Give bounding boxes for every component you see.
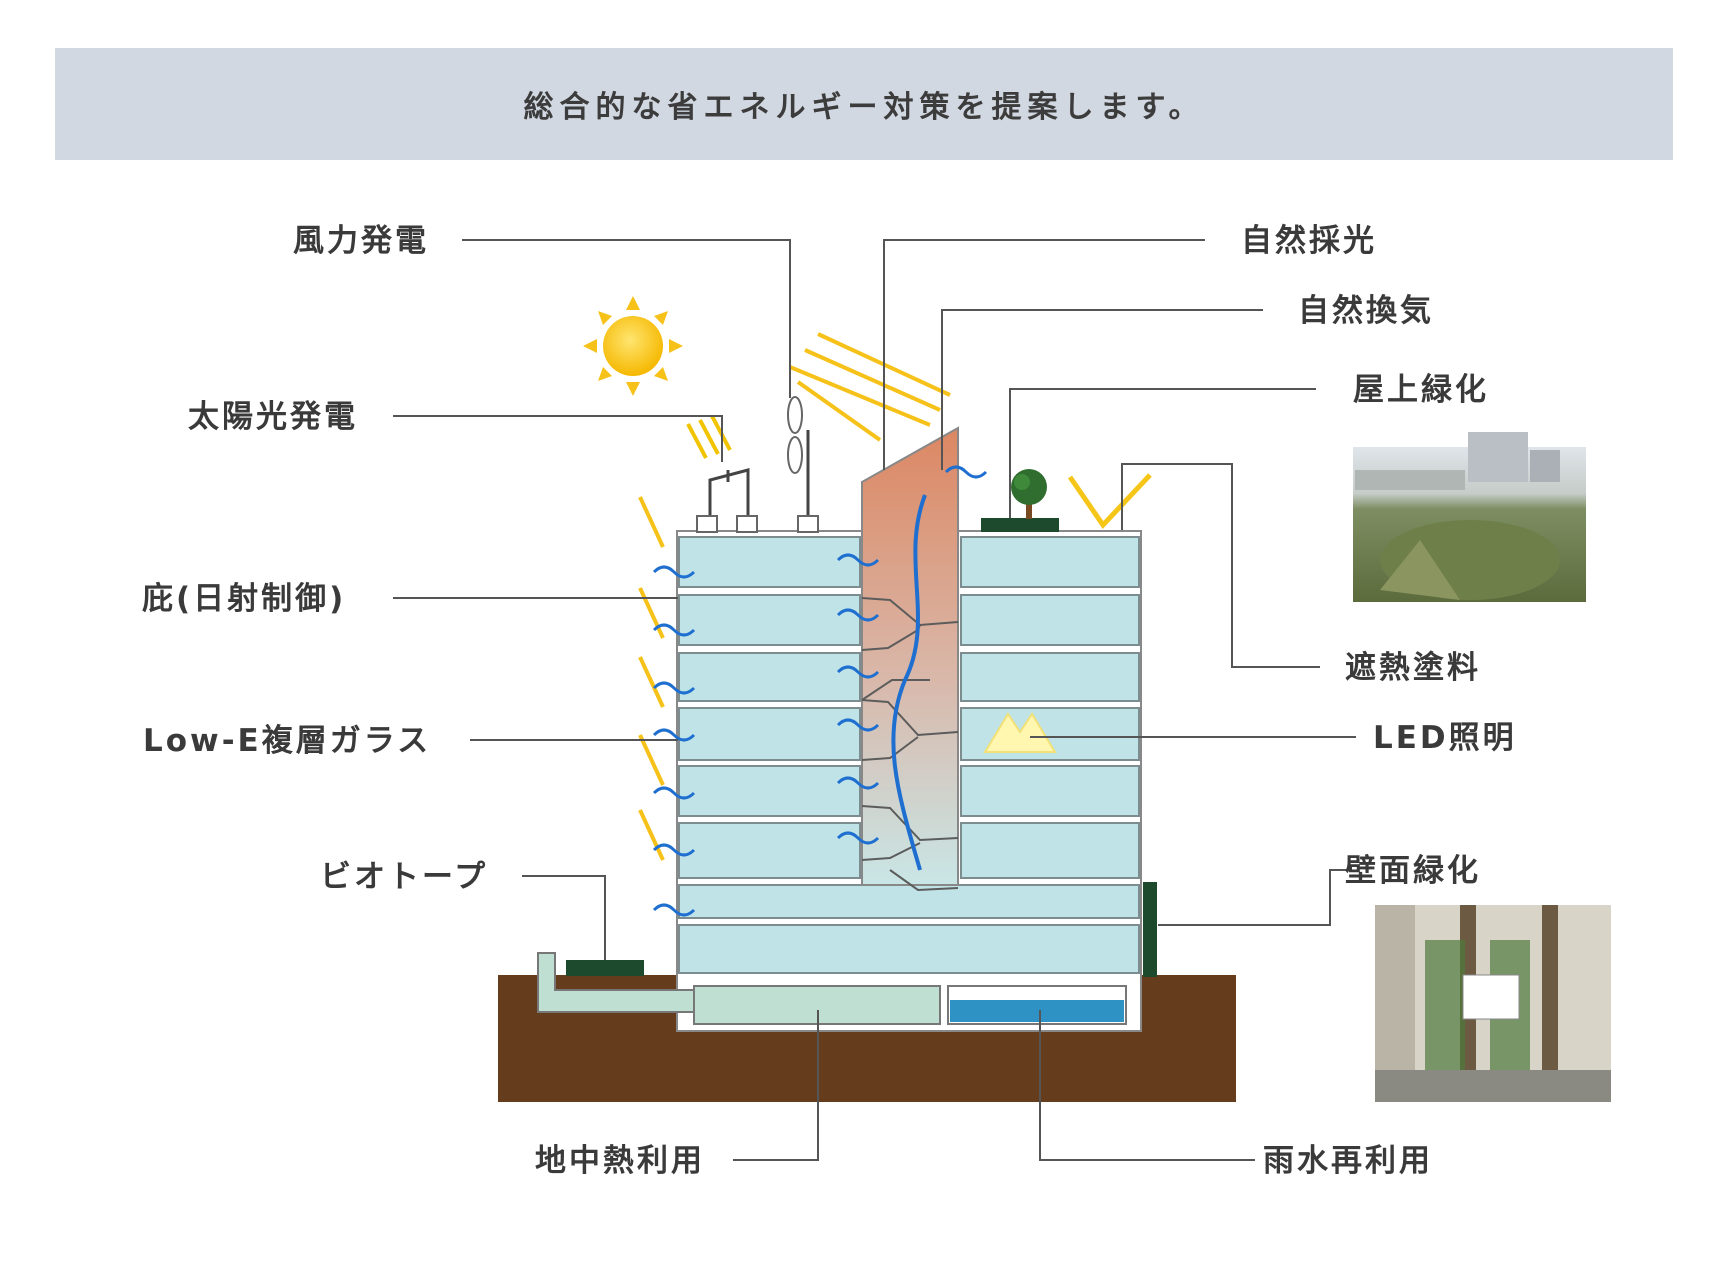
label-natural-ventilation: 自然換気 xyxy=(1298,293,1434,329)
airflow-lines xyxy=(861,597,959,892)
led-light-icon xyxy=(983,712,1057,753)
wall-greening-photo xyxy=(1375,905,1611,1102)
label-biotope: ビオトープ xyxy=(320,859,488,895)
label-eaves: 庇(日射制御) xyxy=(142,581,346,617)
right-floors xyxy=(960,536,1140,919)
solar-panel-icon xyxy=(686,415,758,533)
tree-icon xyxy=(1011,469,1047,519)
rooftop-greening-photo xyxy=(1353,432,1586,602)
lower-floor xyxy=(678,884,1140,919)
left-floors xyxy=(678,536,861,919)
label-low-e-glass: Low-E複層ガラス xyxy=(143,723,431,759)
ventilation-flow xyxy=(891,494,927,871)
eaves-rays xyxy=(638,496,665,861)
label-solar-power: 太陽光発電 xyxy=(188,399,358,435)
heat-shield-mark xyxy=(1067,473,1152,529)
page-title: 総合的な省エネルギー対策を提案します。 xyxy=(523,90,1205,125)
rainwater xyxy=(950,1000,1124,1022)
sun-icon xyxy=(583,296,683,396)
leader-lines xyxy=(393,239,1356,1161)
wall-greening-strip xyxy=(1143,882,1157,977)
airflow-waves-left xyxy=(652,565,696,917)
header-banner: 総合的な省エネルギー対策を提案します。 xyxy=(55,48,1673,160)
label-rainwater-reuse: 雨水再利用 xyxy=(1263,1143,1433,1179)
atrium-shaft xyxy=(861,426,959,886)
label-led-lighting: LED照明 xyxy=(1373,720,1517,756)
biotope-pond xyxy=(566,960,644,976)
daylight-rays xyxy=(789,332,951,442)
label-geothermal: 地中熱利用 xyxy=(535,1143,705,1179)
airflow-waves-center xyxy=(836,465,988,845)
label-wall-greening: 壁面緑化 xyxy=(1345,853,1481,889)
ground-floor xyxy=(678,924,1140,974)
label-rooftop-greening: 屋上緑化 xyxy=(1353,372,1489,408)
label-heat-shield-paint: 遮熱塗料 xyxy=(1345,650,1481,686)
geothermal-pipe xyxy=(537,952,695,1013)
label-natural-lighting: 自然採光 xyxy=(1241,223,1377,259)
wind-turbine-icon xyxy=(787,396,819,533)
label-wind-power: 風力発電 xyxy=(293,223,429,259)
rooftop-garden xyxy=(981,518,1059,532)
